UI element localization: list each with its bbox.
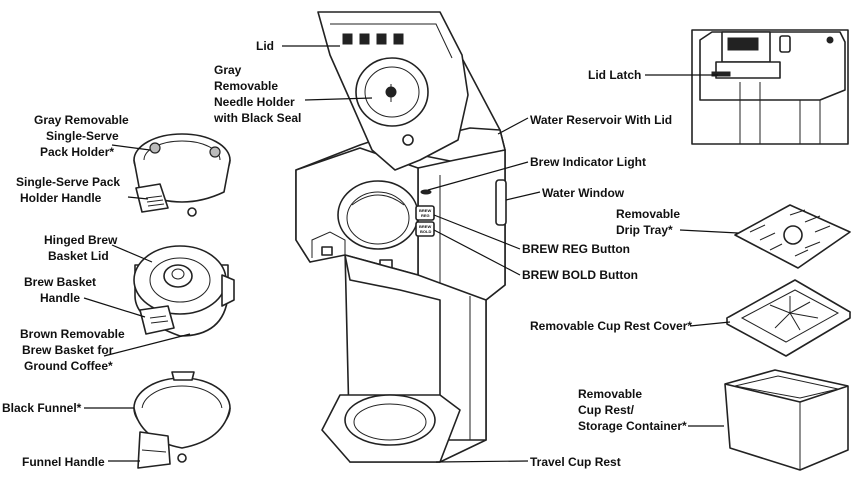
label-basket-handle-2: Handle bbox=[40, 291, 80, 305]
coffee-maker-illustration: BREW REG BREW BOLD bbox=[295, 11, 507, 463]
drip-tray-illustration bbox=[734, 204, 851, 269]
basket-handle bbox=[139, 305, 175, 335]
label-water-window: Water Window bbox=[542, 186, 625, 200]
brew-reg-button-line2: REG bbox=[421, 213, 430, 218]
label-basket-handle-1: Brew Basket bbox=[24, 275, 96, 289]
label-brew-bold: BREW BOLD Button bbox=[522, 268, 638, 282]
label-black-funnel: Black Funnel* bbox=[2, 401, 82, 415]
brew-bold-button-line1: BREW bbox=[419, 224, 431, 229]
brew-reg-button[interactable] bbox=[415, 205, 435, 221]
lid-latch bbox=[711, 71, 731, 77]
lid-hinge-teeth bbox=[342, 33, 404, 45]
leader-lines bbox=[83, 45, 739, 463]
label-cup-rest-2: Cup Rest/ bbox=[578, 403, 635, 417]
cup-rest-cover-illustration bbox=[726, 279, 851, 357]
labels: Lid Gray Removable Needle Holder with Bl… bbox=[2, 39, 692, 469]
label-pack-holder-3: Pack Holder* bbox=[40, 145, 114, 159]
label-needle-holder-4: with Black Seal bbox=[213, 111, 301, 125]
label-cup-rest-cover: Removable Cup Rest Cover* bbox=[530, 319, 692, 333]
brew-bold-button[interactable] bbox=[415, 221, 435, 237]
funnel-handle bbox=[137, 431, 171, 469]
label-lid-latch: Lid Latch bbox=[588, 68, 641, 82]
funnel-illustration bbox=[133, 371, 231, 469]
label-needle-holder-3: Needle Holder bbox=[214, 95, 295, 109]
label-pack-holder-2: Single-Serve bbox=[46, 129, 119, 143]
label-travel-cup-rest: Travel Cup Rest bbox=[530, 455, 621, 469]
brew-reg-button-line1: BREW bbox=[419, 208, 431, 213]
inset-button bbox=[779, 35, 791, 53]
brew-basket-opening bbox=[337, 180, 419, 250]
label-basket-lid-1: Hinged Brew bbox=[44, 233, 118, 247]
brew-bold-button-line2: BOLD bbox=[420, 229, 431, 234]
label-needle-holder-1: Gray bbox=[214, 63, 242, 77]
label-needle-holder-2: Removable bbox=[214, 79, 278, 93]
label-cup-rest-3: Storage Container* bbox=[578, 419, 687, 433]
label-brew-indicator-light: Brew Indicator Light bbox=[530, 155, 646, 169]
label-pack-holder-handle-2: Holder Handle bbox=[20, 191, 102, 205]
label-drip-tray-2: Drip Tray* bbox=[616, 223, 673, 237]
label-pack-holder-1: Gray Removable bbox=[34, 113, 129, 127]
pack-holder-illustration bbox=[133, 133, 231, 217]
label-brew-basket-2: Brew Basket for bbox=[22, 343, 114, 357]
brew-indicator-light bbox=[420, 189, 432, 195]
label-pack-holder-handle-1: Single-Serve Pack bbox=[16, 175, 120, 189]
label-basket-lid-2: Basket Lid bbox=[48, 249, 109, 263]
label-drip-tray-1: Removable bbox=[616, 207, 680, 221]
label-funnel-handle: Funnel Handle bbox=[22, 455, 105, 469]
lid-latch-inset bbox=[691, 29, 849, 145]
label-water-reservoir: Water Reservoir With Lid bbox=[530, 113, 672, 127]
label-brew-basket-1: Brown Removable bbox=[20, 327, 125, 341]
label-lid: Lid bbox=[256, 39, 274, 53]
latch-slot-left bbox=[321, 246, 333, 256]
label-brew-reg: BREW REG Button bbox=[522, 242, 630, 256]
water-window bbox=[495, 179, 507, 226]
label-cup-rest-1: Removable bbox=[578, 387, 642, 401]
cup-rest-container-illustration bbox=[724, 369, 849, 471]
brew-basket-illustration bbox=[133, 245, 235, 337]
label-brew-basket-3: Ground Coffee* bbox=[24, 359, 113, 373]
